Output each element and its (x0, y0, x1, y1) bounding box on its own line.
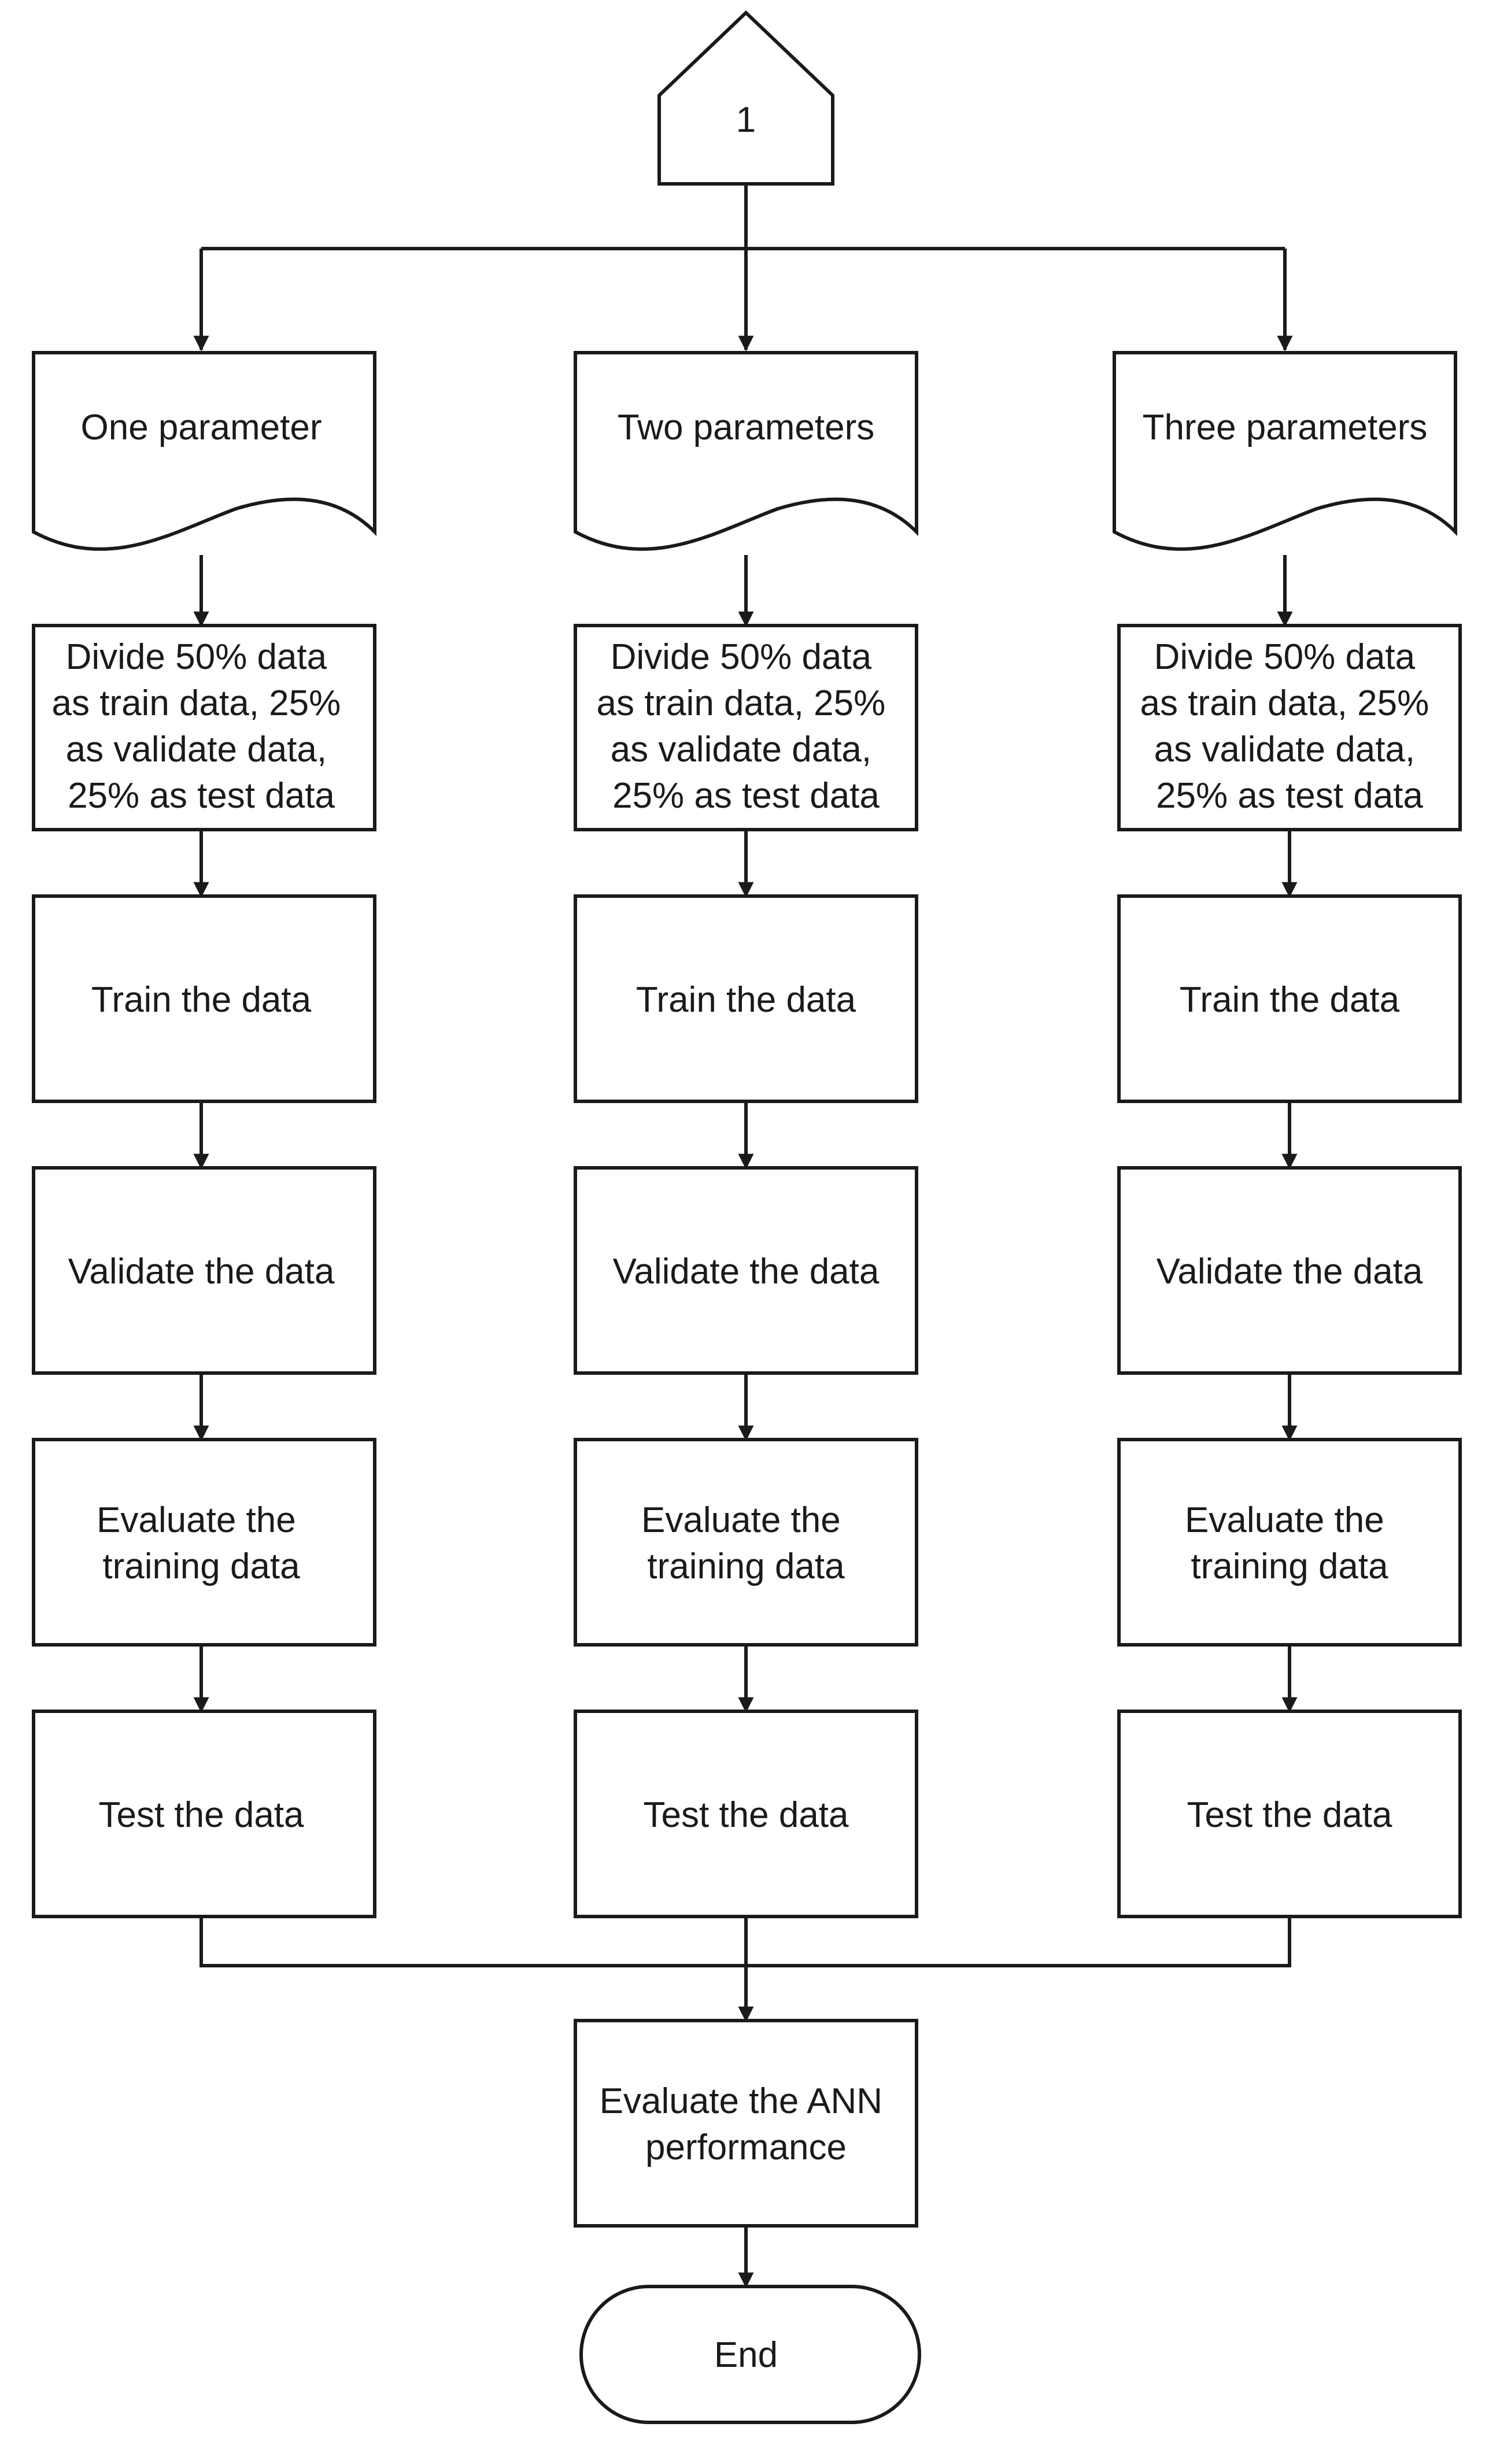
end-terminator: End (579, 2285, 921, 2424)
validate-box-1 (32, 1166, 376, 1375)
test-label-2: Test the data (643, 1795, 849, 1835)
validate-box-3 (1117, 1166, 1462, 1375)
train-box-3 (1117, 894, 1462, 1103)
final-step: Evaluate the ANN performance (574, 2019, 918, 2228)
evaluate-box-3 (1117, 1438, 1462, 1647)
evaluate-box-2 (574, 1438, 918, 1647)
input-label-3: Three parameters (1143, 408, 1428, 447)
input-label-1: One parameter (81, 408, 322, 447)
evaluate-box-1 (32, 1438, 376, 1647)
test-label-1: Test the data (98, 1795, 304, 1835)
train-label-2: Train the data (636, 980, 856, 1020)
branch-1: One parameter Divide 50% data as train d… (32, 351, 376, 1918)
divide-box-2 (574, 624, 918, 831)
validate-label-3: Validate the data (1157, 1252, 1423, 1292)
train-box-1 (32, 894, 376, 1103)
test-box-1 (32, 1710, 376, 1918)
branch-2: Two parameters Divide 50% data as train … (574, 351, 918, 1918)
train-label-1: Train the data (91, 980, 312, 1020)
divide-box-1 (32, 624, 376, 831)
evaluate-label-2: Evaluate the training data (641, 1500, 851, 1586)
divide-box-3 (1117, 624, 1462, 831)
test-box-2 (574, 1710, 918, 1918)
evaluate-label-3: Evaluate the training data (1185, 1500, 1394, 1586)
test-label-3: Test the data (1187, 1795, 1392, 1835)
divide-label-3: Divide 50% data as train data, 25% as va… (1140, 637, 1439, 816)
final-evaluate-label: Evaluate the ANN performance (600, 2081, 893, 2167)
end-label: End (714, 2335, 778, 2375)
evaluate-label-1: Evaluate the training data (97, 1500, 306, 1586)
validate-label-2: Validate the data (613, 1252, 880, 1292)
divide-label-2: Divide 50% data as train data, 25% as va… (597, 637, 896, 816)
test-box-3 (1117, 1710, 1462, 1918)
input-document-1 (32, 351, 376, 551)
validate-box-2 (574, 1166, 918, 1375)
input-document-2 (574, 351, 918, 551)
validate-label-1: Validate the data (68, 1252, 335, 1292)
train-label-3: Train the data (1180, 980, 1400, 1020)
end-shape (579, 2285, 921, 2424)
branch-3: Three parameters Divide 50% data as trai… (1113, 351, 1462, 1918)
divide-label-1: Divide 50% data as train data, 25% as va… (52, 637, 351, 816)
connectors (193, 184, 1298, 2288)
connector-label: 1 (736, 100, 756, 140)
train-box-2 (574, 894, 918, 1103)
final-evaluate-box (574, 2019, 918, 2228)
input-document-3 (1113, 351, 1457, 551)
offpage-connector: 1 (657, 10, 834, 186)
input-label-2: Two parameters (618, 408, 875, 447)
